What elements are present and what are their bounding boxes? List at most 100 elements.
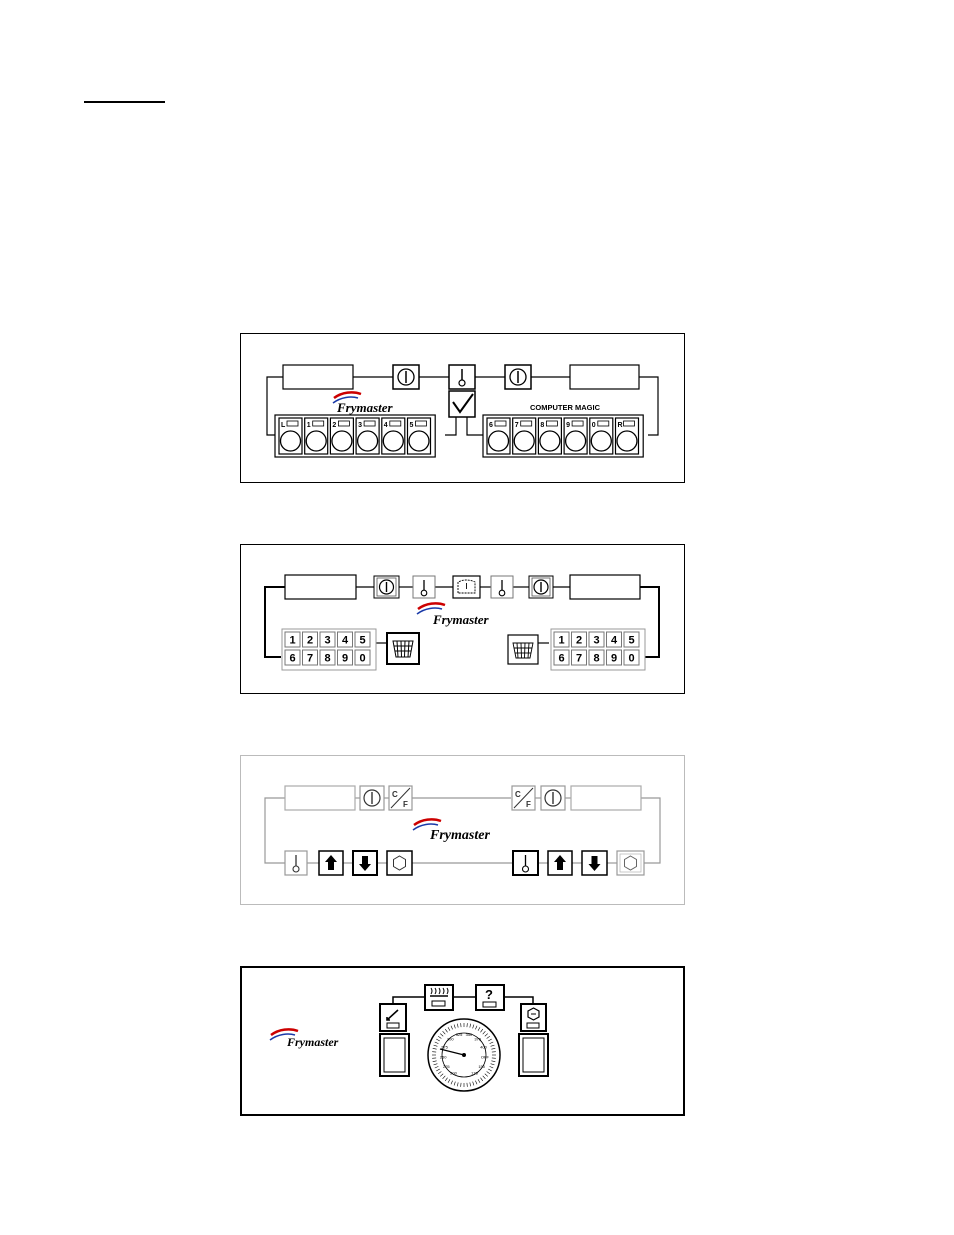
left-boil-button[interactable]	[386, 850, 413, 876]
melt-cycle-button[interactable]	[379, 1003, 407, 1032]
keypad-key-9[interactable]: 9	[337, 649, 353, 666]
panel3-wiring	[264, 797, 661, 864]
right-display-window	[569, 364, 640, 390]
product-key-7[interactable]: 7	[512, 417, 537, 455]
thermometer-icon	[498, 580, 506, 597]
keypad-key-2[interactable]: 2	[571, 631, 587, 648]
left-raise-button[interactable]	[318, 850, 344, 876]
keypad-key-1[interactable]: 1	[284, 631, 301, 648]
keypad-key-5[interactable]: 5	[623, 631, 640, 648]
keypad-key-3[interactable]: 3	[319, 631, 336, 648]
right-cf-toggle-button[interactable]: C F	[511, 785, 536, 811]
right-power-switch[interactable]	[518, 1033, 549, 1077]
keypad-key-label: 2	[307, 635, 313, 647]
product-key-6[interactable]: 6	[486, 417, 511, 455]
keypad-key-3[interactable]: 3	[588, 631, 605, 648]
right-lower-button[interactable]	[581, 850, 608, 876]
keypad-key-8[interactable]: 8	[319, 649, 336, 666]
indicator-light	[312, 420, 325, 427]
temperature-button[interactable]	[448, 364, 476, 390]
product-key-label: 7	[515, 422, 519, 429]
keypad-key-label: 0	[628, 653, 634, 665]
check-button[interactable]	[448, 390, 476, 418]
keypad-key-6[interactable]: 6	[553, 649, 570, 666]
keypad-key-8[interactable]: 8	[588, 649, 605, 666]
indicator-light	[545, 420, 558, 427]
right-raise-button[interactable]	[547, 850, 573, 876]
fahrenheit-label: F	[526, 800, 531, 809]
keypad-key-4[interactable]: 4	[606, 631, 622, 648]
product-key-8[interactable]: 8	[537, 417, 562, 455]
frymaster-wordmark: Frymaster	[432, 612, 490, 627]
product-key-5[interactable]: 5	[406, 417, 432, 455]
product-key-2[interactable]: 2	[329, 417, 355, 455]
left-power-button[interactable]	[359, 785, 385, 811]
right-boil-button[interactable]	[616, 850, 645, 876]
heat-icon	[430, 987, 449, 997]
left-power-button[interactable]	[392, 364, 420, 390]
help-button[interactable]: ?	[475, 984, 505, 1011]
keypad-key-7[interactable]: 7	[302, 649, 318, 666]
keypad-key-label: 8	[593, 653, 599, 665]
right-power-button[interactable]	[504, 364, 532, 390]
keypad-key-0[interactable]: 0	[623, 649, 640, 666]
left-temperature-button[interactable]	[284, 850, 308, 876]
dial-tick-label: 350	[466, 1032, 473, 1037]
left-cf-toggle-button[interactable]: C F	[388, 785, 413, 811]
right-temperature-button[interactable]	[512, 850, 539, 876]
dial-tick-label: 275	[441, 1045, 448, 1050]
left-power-switch[interactable]	[379, 1033, 410, 1077]
product-key-label: 1	[307, 422, 311, 429]
keypad-key-2[interactable]: 2	[302, 631, 318, 648]
product-key-R[interactable]: R	[614, 417, 640, 455]
dial-tick-label: OFF	[481, 1054, 490, 1059]
product-key-1[interactable]: 1	[304, 417, 329, 455]
keypad-key-label: 1	[558, 635, 564, 647]
dial-tick-label: 200	[450, 1071, 457, 1076]
key-button-circle	[487, 430, 510, 452]
product-key-3[interactable]: 3	[355, 417, 380, 455]
arrow-down-icon	[359, 856, 371, 871]
keypad-key-4[interactable]: 4	[337, 631, 353, 648]
right-power-button[interactable]	[540, 785, 566, 811]
keypad-key-0[interactable]: 0	[354, 649, 371, 666]
left-temperature-button[interactable]	[412, 575, 436, 599]
keypad-key-label: 5	[628, 635, 634, 647]
header-rule	[84, 101, 165, 103]
product-key-0[interactable]: 0	[589, 417, 614, 455]
right-temperature-button[interactable]	[490, 575, 514, 599]
right-power-button[interactable]	[528, 575, 554, 599]
timer-button[interactable]	[452, 575, 481, 599]
frymaster-wordmark: Frymaster	[429, 828, 490, 843]
heat-button[interactable]	[424, 984, 454, 1011]
keypad-key-7[interactable]: 7	[571, 649, 587, 666]
product-key-9[interactable]: 9	[563, 417, 588, 455]
indicator-light	[363, 420, 376, 427]
product-key-4[interactable]: 4	[381, 417, 406, 455]
product-key-label: 4	[384, 422, 388, 429]
keypad-key-9[interactable]: 9	[606, 649, 622, 666]
help-icon: ?	[485, 987, 493, 1002]
keypad-key-1[interactable]: 1	[553, 631, 570, 648]
keypad-key-label: 9	[611, 653, 617, 665]
keypad-key-label: 6	[558, 653, 564, 665]
left-lower-button[interactable]	[352, 850, 378, 876]
boil-out-button[interactable]	[520, 1003, 547, 1032]
left-basket-button[interactable]	[386, 632, 420, 665]
left-power-button[interactable]	[373, 575, 400, 599]
indicator-light	[415, 420, 427, 427]
keypad-key-6[interactable]: 6	[284, 649, 301, 666]
indicator-light	[597, 420, 610, 427]
power-icon	[397, 368, 415, 386]
product-key-L[interactable]: L	[278, 417, 303, 455]
panel2-wiring	[264, 586, 660, 658]
key-button-circle	[590, 430, 612, 452]
right-display-window	[570, 785, 642, 811]
celsius-label: C	[515, 790, 521, 799]
keypad-key-5[interactable]: 5	[354, 631, 371, 648]
keypad-key-label: 9	[342, 653, 348, 665]
right-basket-button[interactable]	[507, 634, 539, 665]
